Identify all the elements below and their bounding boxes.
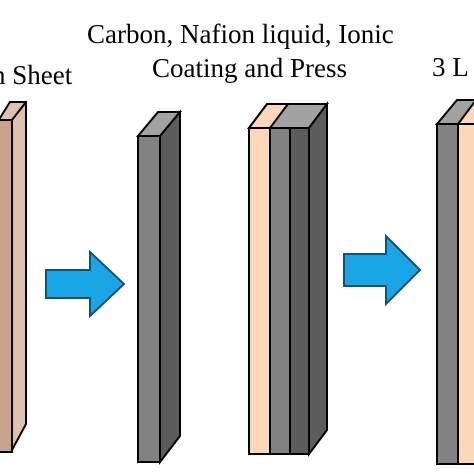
arrow-1 [45, 249, 126, 319]
step2-label-line2: Coating and Press [152, 53, 347, 83]
step1-label: n Sheet [0, 60, 73, 90]
coated-assembly [247, 101, 329, 457]
three-layer-assembly [434, 99, 474, 465]
slab-front-face [137, 135, 161, 463]
gray-layer-a [269, 127, 291, 455]
arrow-2 [343, 233, 422, 307]
assembly-side-face [308, 101, 328, 457]
membrane-sheet [0, 101, 27, 453]
peach-layer [248, 127, 271, 455]
sheet-edge [11, 101, 27, 121]
slab-side-face [159, 109, 181, 465]
right-gray-layer [436, 123, 459, 465]
right-peach-layer [457, 123, 474, 465]
carbon-layer [135, 109, 183, 465]
sheet-front-face [0, 119, 13, 453]
gray-layer-b [289, 127, 310, 455]
step3-label: 3 L [432, 52, 469, 82]
step2-label-line1: Carbon, Nafion liquid, Ionic [87, 19, 394, 49]
